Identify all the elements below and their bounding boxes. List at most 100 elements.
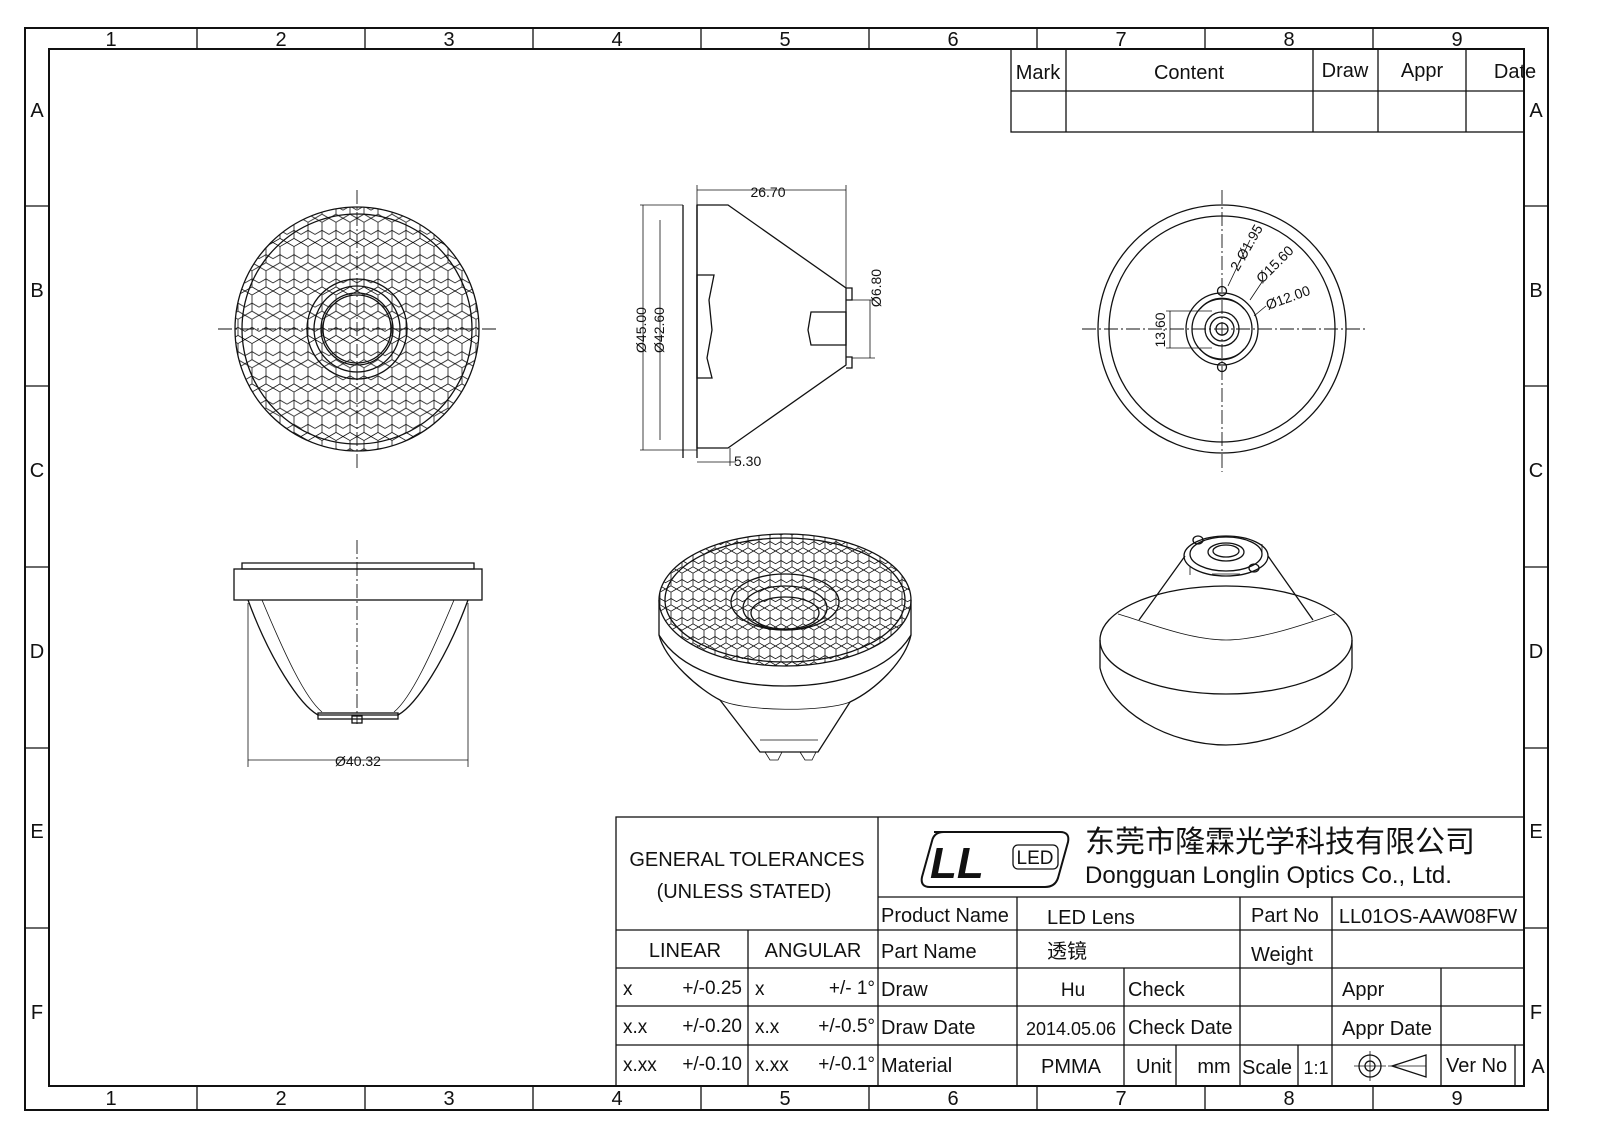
appr-date-label: Appr Date [1342,1018,1432,1040]
check-label: Check [1128,979,1186,1001]
scale-value: 1:1 [1303,1058,1328,1078]
tolerances-subtitle: (UNLESS STATED) [657,881,832,903]
column-label-top: 8 [1283,29,1294,51]
linear-val-0: +/-0.25 [682,978,742,999]
column-label-top: 2 [275,29,286,51]
dim-top-width: 26.70 [750,184,785,200]
column-label-bottom: 4 [611,1088,622,1110]
draw-value: Hu [1061,980,1085,1001]
part-no-value: LL01OS-AAW08FW [1339,906,1517,928]
column-label-bottom: 8 [1283,1088,1294,1110]
angular-val-2: +/-0.1° [818,1054,875,1075]
column-labels-bottom: 1 2 3 4 5 6 7 8 9 [105,1088,1462,1110]
column-label-top: 3 [443,29,454,51]
part-name-label: Part Name [881,941,977,963]
linear-label: LINEAR [649,940,721,962]
linear-fmt-0: x [623,979,633,1000]
row-labels-right: A B C D E F [1529,100,1544,1024]
draw-label: Draw [881,979,928,1001]
top-view-lens-face [218,190,497,468]
row-label-right: F [1530,1002,1542,1024]
front-elevation-view: Ø40.32 [233,540,483,769]
column-label-bottom: 9 [1451,1088,1462,1110]
column-label-bottom: 3 [443,1088,454,1110]
weight-label: Weight [1251,944,1313,966]
appr-label: Appr [1342,979,1385,1001]
column-label-bottom: 5 [779,1088,790,1110]
dim-tip-diameter: Ø6.80 [868,269,884,307]
row-label-left: B [30,280,43,302]
part-no-label: Part No [1251,905,1319,927]
ver-no-value: A [1531,1056,1545,1078]
linear-fmt-1: x.x [623,1017,648,1038]
row-label-right: A [1529,100,1543,122]
angular-fmt-0: x [755,979,765,1000]
column-label-bottom: 7 [1115,1088,1126,1110]
column-label-bottom: 6 [947,1088,958,1110]
product-name-value: LED Lens [1047,907,1135,929]
projection-symbol-icon [1354,1051,1427,1081]
row-label-right: B [1529,280,1542,302]
outer-border [24,27,1549,1111]
rev-header-mark: Mark [1016,62,1061,84]
column-label-top: 6 [947,29,958,51]
dim-ring-15-60: Ø15.60 [1253,242,1297,286]
draw-date-value: 2014.05.06 [1026,1019,1116,1039]
column-label-top: 7 [1115,29,1126,51]
linear-fmt-2: x.xx [623,1055,657,1076]
side-section-view: 26.70 Ø45.00 Ø42.60 Ø6.80 5.30 [633,184,884,469]
dim-flange-thickness: 5.30 [734,453,761,469]
column-label-bottom: 1 [105,1088,116,1110]
angular-val-0: +/- 1° [829,978,875,999]
row-label-left: C [30,460,44,482]
logo-badge: LED [1017,848,1054,869]
logo-text: LL [930,839,984,888]
company-name-en: Dongguan Longlin Optics Co., Ltd. [1085,862,1452,889]
revision-table: Mark Content Draw Appr Date [1010,48,1536,133]
draw-date-label: Draw Date [881,1017,975,1039]
column-label-top: 4 [611,29,622,51]
rev-header-date: Date [1494,61,1536,83]
column-label-bottom: 2 [275,1088,286,1110]
back-view: 2-Ø1.95 Ø15.60 Ø12.00 13.60 [1082,190,1365,472]
ver-no-label: Ver No [1446,1055,1507,1077]
check-date-label: Check Date [1128,1017,1233,1039]
dim-outer-diameter: Ø45.00 [633,307,649,353]
linear-val-1: +/-0.20 [682,1016,742,1037]
row-label-left: E [30,821,43,843]
material-value: PMMA [1041,1056,1102,1078]
scale-label: Scale [1242,1057,1292,1079]
column-label-top: 5 [779,29,790,51]
row-label-right: C [1529,460,1543,482]
unit-value: mm [1197,1056,1230,1078]
part-name-value: 透镜 [1047,940,1087,963]
angular-val-1: +/-0.5° [818,1016,875,1037]
row-label-right: D [1529,641,1543,663]
row-label-right: E [1529,821,1542,843]
row-label-left: A [30,100,44,122]
isometric-lens-view [658,533,912,761]
title-block: GENERAL TOLERANCES (UNLESS STATED) LINEA… [615,816,1545,1087]
dim-hole-spec: 2-Ø1.95 [1227,222,1266,274]
company-name-cn: 东莞市隆霖光学科技有限公司 [1085,826,1475,859]
dim-inner-diameter: Ø42.60 [651,307,667,353]
linear-val-2: +/-0.10 [682,1054,742,1075]
dim-bottom-diameter: Ø40.32 [335,753,381,769]
rev-header-appr: Appr [1401,60,1444,82]
dim-height-13-60: 13.60 [1152,312,1168,347]
rev-header-content: Content [1154,62,1224,84]
isometric-cone-view [1099,535,1353,746]
unit-label: Unit [1136,1056,1172,1078]
angular-fmt-1: x.x [755,1017,780,1038]
rev-header-draw: Draw [1322,60,1369,82]
dim-ring-12-00: Ø12.00 [1264,282,1313,313]
material-label: Material [881,1055,952,1077]
column-label-top: 9 [1451,29,1462,51]
company-logo: LL LED [920,831,1070,888]
row-label-left: D [30,641,44,663]
tolerances-title: GENERAL TOLERANCES [629,849,864,871]
product-name-label: Product Name [881,905,1009,927]
